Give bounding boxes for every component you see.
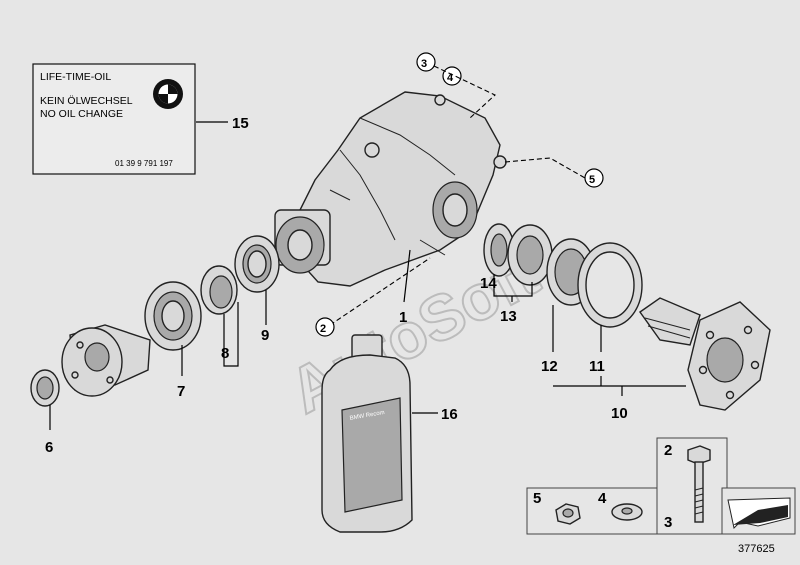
- callout-3: 3: [421, 58, 427, 70]
- washer-icon: [611, 503, 643, 521]
- hardware-label-3: 3: [664, 514, 672, 531]
- shaft-seal-9: [234, 235, 280, 293]
- oil-label-card: LIFE-TIME-OIL KEIN ÖLWECHSEL NO OIL CHAN…: [32, 63, 196, 175]
- callout-15: 15: [232, 115, 249, 132]
- leader-3-4: [433, 65, 496, 119]
- leader-2: [329, 257, 431, 326]
- callout-12: 12: [541, 358, 558, 375]
- direction-arrow-icon: [727, 497, 791, 530]
- leader-8: [223, 302, 239, 367]
- leader-10: [553, 376, 686, 396]
- callout-6: 6: [45, 439, 53, 456]
- callout-14: 14: [480, 275, 497, 292]
- callout-13: 13: [500, 308, 517, 325]
- callout-7: 7: [177, 383, 185, 400]
- callout-16: 16: [441, 406, 458, 423]
- collar-nut-6: [30, 369, 60, 407]
- bearing-set-13-14: [483, 223, 553, 286]
- callout-5-circle: [584, 168, 604, 188]
- hardware-label-5: 5: [533, 490, 541, 507]
- bolt-icon: [687, 445, 711, 523]
- label-line-3: NO OIL CHANGE: [40, 108, 123, 120]
- callout-3-circle: [416, 52, 436, 72]
- hex-nut-icon: [555, 503, 581, 525]
- callout-2-circle: [315, 317, 335, 337]
- label-line-2: KEIN ÖLWECHSEL: [40, 95, 133, 107]
- callout-11: 11: [589, 358, 605, 375]
- radial-seal-7: [144, 281, 202, 351]
- leader-5: [504, 157, 586, 179]
- differential-housing: [274, 91, 507, 287]
- callout-9: 9: [261, 327, 269, 344]
- hardware-box: 5 4 2 3: [526, 437, 796, 535]
- hardware-label-2: 2: [664, 442, 672, 459]
- leader-13-14: [493, 274, 533, 297]
- callout-2: 2: [320, 323, 326, 335]
- label-line-1: LIFE-TIME-OIL: [40, 71, 111, 83]
- callout-5: 5: [589, 174, 595, 186]
- output-flange-10: [639, 297, 771, 411]
- callout-4: 4: [447, 72, 454, 84]
- callout-4-circle: [442, 66, 462, 86]
- leader-1: [403, 249, 411, 303]
- gasket-11: [577, 242, 643, 328]
- diagram-id: 377625: [738, 543, 775, 555]
- hardware-label-4: 4: [598, 490, 607, 507]
- input-flange: [61, 324, 151, 397]
- callout-10: 10: [611, 405, 628, 422]
- snap-ring-8: [200, 265, 238, 315]
- label-code: 01 39 9 791 197: [115, 159, 173, 168]
- bmw-logo-icon: [153, 79, 183, 109]
- callout-8: 8: [221, 345, 229, 362]
- callout-1: 1: [399, 309, 407, 326]
- oil-bottle: BMW Recom: [321, 334, 413, 533]
